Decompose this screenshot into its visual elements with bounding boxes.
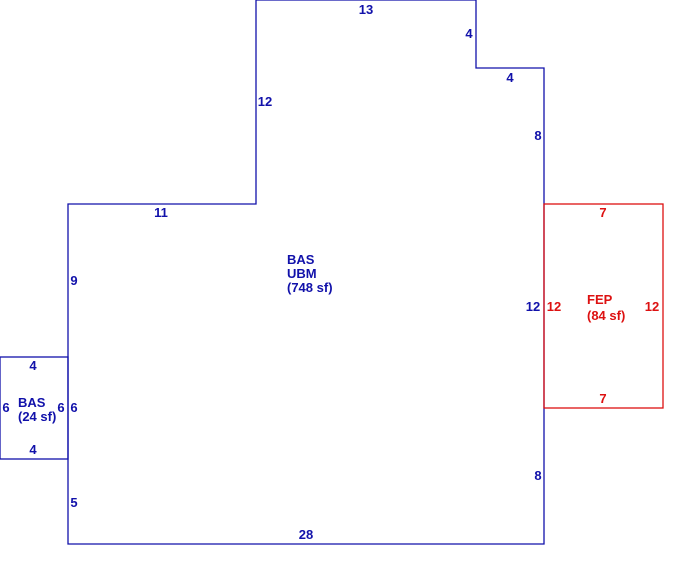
porch-area-size: (84 sf) (587, 308, 625, 323)
porch-dim-left: 12 (547, 299, 561, 314)
small-area-outline (0, 356, 69, 460)
main-dim-right-lower: 8 (534, 468, 541, 483)
main-dim-step-horizontal: 4 (506, 70, 514, 85)
porch-dim-top: 7 (599, 205, 606, 220)
main-dim-left-upper: 9 (70, 273, 77, 288)
main-dim-step-vertical: 4 (465, 26, 473, 41)
main-dim-tower-left: 12 (258, 94, 272, 109)
main-dim-right-middle: 12 (526, 299, 540, 314)
small-dim-left: 6 (2, 400, 9, 415)
main-area-code: BAS (287, 252, 315, 267)
small-area-size: (24 sf) (18, 409, 56, 424)
main-area-outline (67, 0, 545, 545)
small-dim-bottom: 4 (29, 442, 37, 457)
main-area-subcode: UBM (287, 266, 317, 281)
porch-dim-bottom: 7 (599, 391, 606, 406)
main-dim-top: 13 (359, 2, 373, 17)
main-dim-right-upper: 8 (534, 128, 541, 143)
small-dim-right: 6 (57, 400, 64, 415)
small-dim-top: 4 (29, 358, 37, 373)
small-area-code: BAS (18, 395, 46, 410)
porch-area-outline (543, 203, 664, 409)
main-dim-ledge: 11 (154, 205, 168, 220)
main-area-size: (748 sf) (287, 280, 333, 295)
main-dim-left-mid: 6 (70, 400, 77, 415)
main-dim-bottom: 28 (299, 527, 313, 542)
porch-dim-right: 12 (645, 299, 659, 314)
main-dim-left-lower: 5 (70, 495, 77, 510)
porch-area-code: FEP (587, 292, 613, 307)
